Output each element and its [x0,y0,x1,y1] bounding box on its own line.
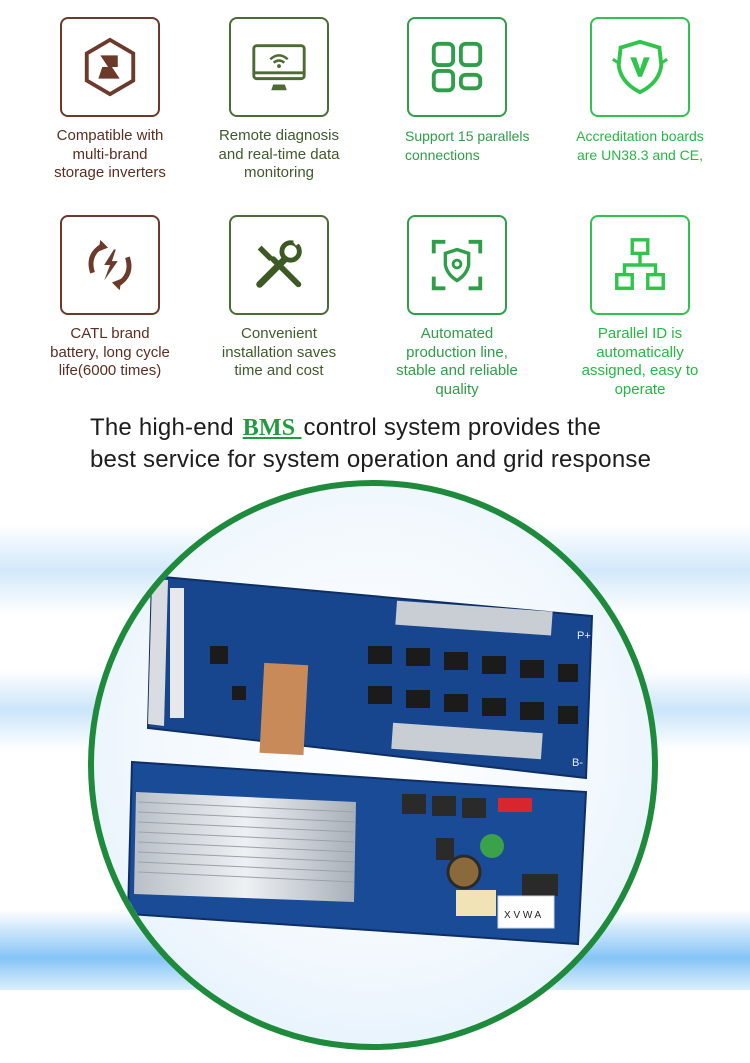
tools-icon [256,235,304,288]
feature-icon-box [229,215,329,315]
shield-lightning-icon [84,37,136,97]
feature-parallels: Support 15 parallels connections [367,17,547,164]
hierarchy-icon [615,238,665,290]
main-pcb-board: P+ B- [146,574,594,780]
feature-catl-battery: CATL brand battery, long cycle life(6000… [20,215,200,381]
board-label-positive: P+ [577,630,591,642]
feature-label: Accreditation boards are UN38.3 and CE, [576,128,704,163]
feature-label: Compatible with multi-brand storage inve… [54,127,166,181]
feature-label: Convenient installation saves time and c… [221,325,337,379]
feature-icon-box [60,17,160,117]
grid-apps-icon [431,41,483,93]
feature-label: Remote diagnosis and real-time data moni… [218,127,340,181]
feature-parallel-id: Parallel ID is automatically assigned, e… [550,215,730,399]
feature-label: Support 15 parallels connections [405,128,530,163]
photo-circle-frame: P+ B- [88,480,658,1050]
scan-shield-icon [431,239,483,291]
feature-icon-box [590,215,690,315]
headline: The high-end BMS control system provides… [90,412,730,475]
bms-boards-illustration: P+ B- [126,574,594,946]
feature-accreditation: Accreditation boards are UN38.3 and CE, [550,17,730,164]
feature-remote-diagnosis: Remote diagnosis and real-time data moni… [189,17,369,183]
board-label-negative: B- [572,757,583,769]
feature-label: Automated production line, stable and re… [396,325,518,398]
feature-icon-box [229,17,329,117]
connector-label: X V W A [504,910,542,921]
control-pcb-board: X V W A [126,760,588,946]
headline-line-1: The high-end BMS control system provides… [90,412,730,444]
feature-production-line: Automated production line, stable and re… [367,215,547,399]
v-shield-icon [612,39,668,95]
headline-text: control system provides the [303,414,602,441]
feature-installation: Convenient installation saves time and c… [189,215,369,381]
feature-icon-box [407,17,507,117]
bms-highlight: BMS [242,415,302,441]
headline-text: The high-end [90,414,241,441]
product-photo: P+ B- [0,480,750,1063]
feature-icon-box [60,215,160,315]
cycle-lightning-icon [88,239,132,291]
feature-label: Parallel ID is automatically assigned, e… [581,325,699,398]
feature-inverter-compat: Compatible with multi-brand storage inve… [20,17,200,183]
feature-label: CATL brand battery, long cycle life(6000… [50,325,170,379]
feature-icon-box [590,17,690,117]
feature-icon-box [407,215,507,315]
headline-line-2: best service for system operation and gr… [90,446,652,473]
monitor-wifi-icon [252,44,306,91]
